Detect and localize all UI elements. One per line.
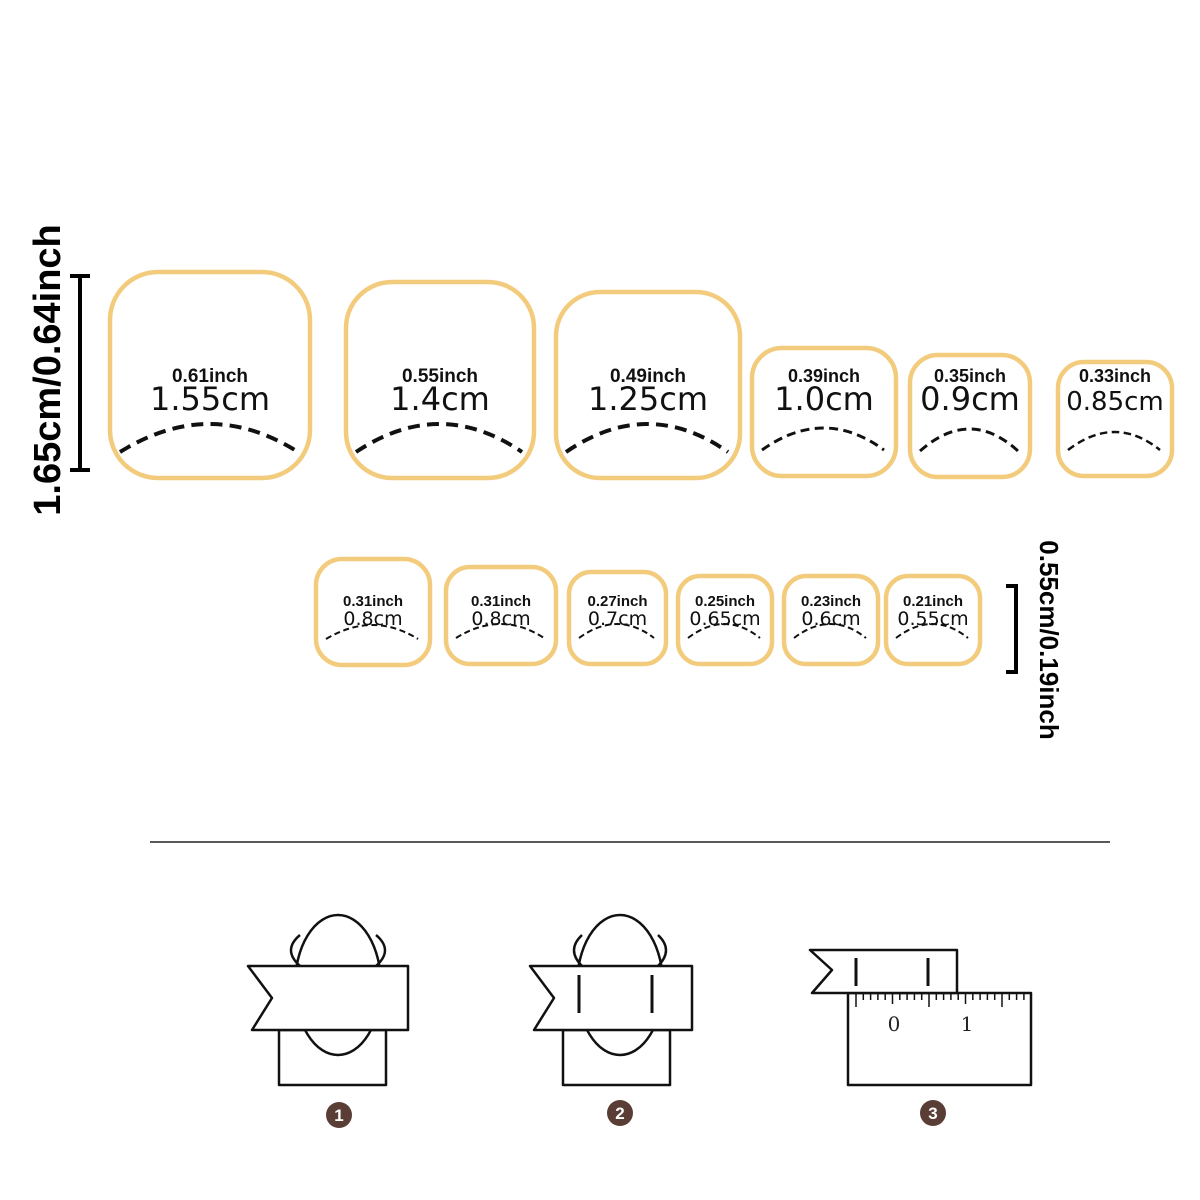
tip-outline — [781, 573, 881, 667]
tip-outline — [566, 569, 669, 667]
tip-outline — [907, 352, 1033, 480]
size-inch-label: 0.61inch — [172, 366, 248, 387]
size-inch-label: 0.31inch — [343, 593, 403, 610]
large-dimension-bracket — [70, 274, 90, 472]
size-inch-label: 0.27inch — [587, 593, 647, 610]
large-size-row: 0.61inch1.55cm0.55inch1.4cm0.49inch1.25c… — [107, 269, 1175, 481]
step-badge-3: 3 — [920, 1100, 946, 1126]
size-cm-label: 0.8cm — [343, 608, 402, 630]
size-cm-label: 0.65cm — [689, 608, 760, 630]
size-inch-label: 0.55inch — [402, 366, 478, 387]
size-inch-label: 0.31inch — [471, 593, 531, 610]
small-dimension-bracket — [1006, 584, 1018, 674]
tip-outline — [675, 573, 775, 667]
size-cm-label: 1.4cm — [390, 380, 490, 418]
tip-outline — [343, 279, 537, 481]
size-cm-label: 1.55cm — [150, 380, 270, 418]
tip-outline — [107, 269, 313, 481]
size-inch-label: 0.39inch — [788, 366, 860, 386]
ruler-label-one: 1 — [961, 1012, 974, 1036]
size-inch-label: 0.33inch — [1079, 366, 1151, 386]
size-cm-label: 0.9cm — [920, 380, 1020, 418]
cuticle-line — [118, 422, 300, 454]
cuticle-line — [564, 422, 730, 454]
svg-text:1: 1 — [334, 1106, 343, 1125]
size-cm-label: 1.25cm — [588, 380, 708, 418]
svg-text:2: 2 — [615, 1104, 624, 1123]
size-cm-label: 0.55cm — [897, 608, 968, 630]
ruler-label-zero: 0 — [888, 1012, 901, 1036]
tip-outline — [443, 564, 559, 667]
size-cm-label: 0.7cm — [588, 608, 647, 630]
size-cm-label: 0.6cm — [801, 608, 860, 630]
cuticle-line — [1067, 430, 1161, 451]
size-cm-label: 0.85cm — [1066, 387, 1164, 417]
step-badge-2: 2 — [607, 1100, 633, 1126]
size-inch-label: 0.49inch — [610, 366, 686, 387]
size-inch-label: 0.25inch — [695, 593, 755, 610]
cuticle-line — [793, 623, 867, 639]
toe-tape-marked-icon — [528, 913, 694, 1087]
tape-ruler-measure-icon — [808, 948, 1033, 1087]
tip-outline — [749, 345, 899, 479]
cuticle-line — [895, 623, 969, 639]
large-dimension-label: 1.65cm/0.64inch — [27, 224, 69, 516]
tip-outline — [1055, 359, 1175, 479]
cuticle-line — [354, 422, 524, 454]
cuticle-line — [761, 426, 885, 452]
size-cm-label: 0.8cm — [471, 608, 530, 630]
size-inch-label: 0.35inch — [934, 366, 1006, 386]
size-inch-label: 0.23inch — [801, 593, 861, 610]
small-dimension-label: 0.55cm/0.19inch — [1034, 540, 1064, 739]
size-inch-label: 0.21inch — [903, 593, 963, 610]
tip-outline — [883, 573, 983, 667]
cuticle-line — [687, 623, 761, 639]
cuticle-line — [455, 623, 545, 639]
small-size-row: 0.31inch0.8cm0.31inch0.8cm0.27inch0.7cm0… — [313, 556, 983, 668]
toe-tape-wrap-icon — [246, 913, 410, 1087]
step-badge-1: 1 — [326, 1102, 352, 1128]
cuticle-line — [578, 623, 655, 639]
tip-outline — [313, 556, 433, 668]
size-cm-label: 1.0cm — [774, 380, 874, 418]
cuticle-line — [325, 624, 419, 640]
svg-text:3: 3 — [928, 1104, 937, 1123]
